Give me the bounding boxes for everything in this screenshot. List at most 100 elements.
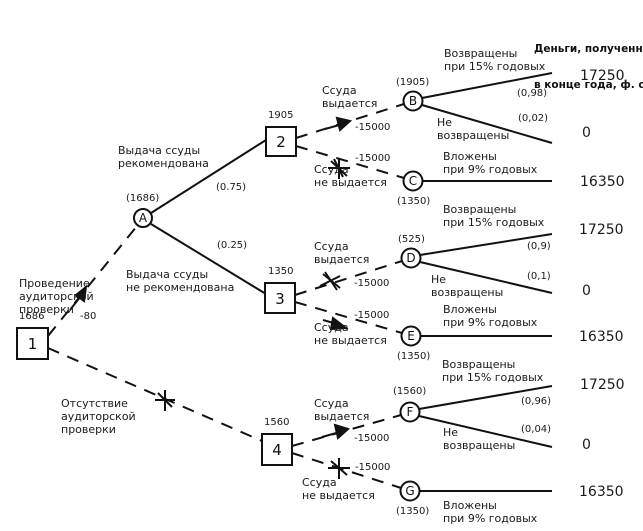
edge-2-B <box>295 103 405 139</box>
chance-node-A <box>133 208 153 228</box>
loan-not-given-label: Ссуда не выдается <box>314 163 387 189</box>
rejected-mark-icon <box>328 158 350 179</box>
invested-label: Вложены при 9% годовых <box>443 303 538 329</box>
chance-node-F-label: F <box>407 405 414 419</box>
edge-D-return <box>419 233 553 256</box>
chance-node-E-value: (1350) <box>397 351 431 362</box>
chance-node-A-value: (1686) <box>126 193 160 204</box>
prob-D-default: (0,1) <box>527 271 551 282</box>
edge-A-3 <box>150 223 267 295</box>
rejected-mark-icon <box>155 390 175 411</box>
edge-B-return <box>421 72 553 99</box>
recommended-prob-label: (0.75) <box>216 182 247 193</box>
decision-node-1-label: 1 <box>28 335 38 353</box>
no-audit-branch-label: Отсутствие аудиторской проверки <box>61 397 136 436</box>
chance-node-D <box>400 247 422 269</box>
payoff-value: 16350 <box>579 329 624 345</box>
chance-node-D-label: D <box>406 251 415 265</box>
chance-node-G <box>399 480 421 502</box>
edge-1-4 <box>47 347 263 442</box>
rejected-mark-icon <box>328 458 350 479</box>
edge-2-C <box>295 145 405 179</box>
edge-F-return <box>418 385 553 410</box>
audit-branch-label: Проведение аудиторской проверки <box>19 277 94 316</box>
recommended-branch-label: Выдача ссуды рекомендована <box>118 144 209 170</box>
loan-given-label: Ссуда выдается <box>322 84 378 110</box>
payoff-column-header: Деньги, полученн в конце года, ф. с <box>534 19 643 103</box>
decision-node-1 <box>16 327 49 360</box>
arrow-icon <box>322 316 349 331</box>
header-line-1: Деньги, полученн <box>534 43 643 55</box>
invested-label: Вложены при 9% годовых <box>443 499 538 525</box>
decision-node-2 <box>265 126 297 157</box>
chance-node-C <box>402 170 424 192</box>
prob-D-return: (0,9) <box>527 241 551 252</box>
chance-node-A-label: A <box>139 211 148 225</box>
decision-node-3-label: 3 <box>275 290 285 308</box>
audit-cost-label: -80 <box>80 311 97 322</box>
loan-given-label: Ссуда выдается <box>314 240 370 266</box>
arrow-icon <box>69 284 88 311</box>
chance-node-B-label: B <box>409 94 417 108</box>
returned-label: Возвращены при 15% годовых <box>442 358 544 384</box>
edge-3-E <box>294 301 403 334</box>
header-line-2: в конце года, ф. с <box>534 79 643 91</box>
decision-node-3 <box>264 282 296 314</box>
payoff-value: 16350 <box>580 174 625 190</box>
invested-label: Вложены при 9% годовых <box>443 150 538 176</box>
prob-F-return: (0,96) <box>521 396 552 407</box>
payoff-value: 17250 <box>580 377 625 393</box>
loan-amount-label: -15000 <box>355 122 391 133</box>
returned-label: Возвращены при 15% годовых <box>443 203 545 229</box>
chance-node-G-label: G <box>405 484 414 498</box>
chance-node-D-value: (525) <box>398 234 425 245</box>
arrow-icon <box>324 116 353 132</box>
decision-node-3-value: 1350 <box>268 266 294 277</box>
loan-amount-label: -15000 <box>354 433 390 444</box>
chance-node-B-value: (1905) <box>396 77 430 88</box>
not-returned-label: Не возвращены <box>437 116 510 142</box>
payoff-value: 16350 <box>579 484 624 500</box>
loan-not-given-label: Ссуда не выдается <box>314 321 387 347</box>
edge-D-default <box>419 261 553 294</box>
edge-A-2 <box>150 139 267 214</box>
prob-B-return: (0,98) <box>517 88 548 99</box>
chance-node-C-value: (1350) <box>397 196 431 207</box>
returned-label: Возвращены при 15% годовых <box>444 47 546 73</box>
payoff-value: 0 <box>582 125 591 141</box>
rejected-mark-icon <box>319 271 341 291</box>
prob-B-default: (0,02) <box>518 113 549 124</box>
not-recommended-prob-label: (0.25) <box>217 240 248 251</box>
decision-node-4-value: 1560 <box>264 417 290 428</box>
chance-node-F-value: (1560) <box>393 386 427 397</box>
loan-given-label: Ссуда выдается <box>314 397 370 423</box>
loan-amount-label: -15000 <box>355 462 391 473</box>
chance-node-E-label: E <box>407 329 415 343</box>
edge-1-A <box>47 225 138 337</box>
chance-node-G-value: (1350) <box>396 506 430 517</box>
decision-node-4 <box>261 433 293 466</box>
loan-amount-label: -15000 <box>355 153 391 164</box>
arrow-icon <box>321 423 350 440</box>
edge-B-default <box>421 104 553 144</box>
edge-3-D <box>294 260 403 296</box>
decision-node-1-value: 1686 <box>19 311 45 322</box>
edge-4-F <box>291 414 402 447</box>
payoff-value: 0 <box>582 283 591 299</box>
edge-F-default <box>418 415 553 448</box>
chance-node-F <box>399 401 421 423</box>
loan-not-given-label: Ссуда не выдается <box>302 476 375 502</box>
not-returned-label: Не возвращены <box>443 426 516 452</box>
chance-node-C-label: C <box>409 174 417 188</box>
decision-node-4-label: 4 <box>272 441 282 459</box>
not-returned-label: Не возвращены <box>431 273 504 299</box>
decision-node-2-label: 2 <box>276 133 286 151</box>
decision-node-2-value: 1905 <box>268 110 294 121</box>
payoff-value: 17250 <box>580 68 625 84</box>
prob-F-default: (0,04) <box>521 424 552 435</box>
chance-node-E <box>400 325 422 347</box>
loan-amount-label: -15000 <box>354 278 390 289</box>
payoff-value: 0 <box>582 437 591 453</box>
payoff-value: 17250 <box>579 222 624 238</box>
